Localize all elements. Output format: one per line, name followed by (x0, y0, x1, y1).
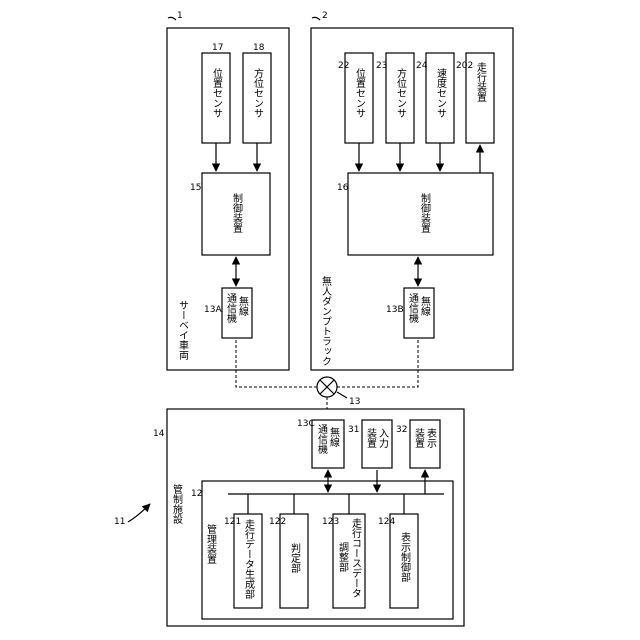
dump-truck-ref: 2 (322, 11, 328, 21)
course-adj-ref: 123 (322, 517, 339, 527)
dt-travel-device-ref: 202 (456, 61, 473, 71)
display-ctrl-ref: 124 (378, 517, 395, 527)
sv-position-sensor-ref: 17 (212, 43, 223, 53)
cf-display-line1: 表示 (425, 427, 437, 448)
management-label: 管理装置 (205, 523, 217, 564)
dt-speed-sensor-ref: 24 (416, 61, 428, 71)
judge-label: 判定部 (289, 543, 301, 574)
dt-wireless-ref: 13B (386, 305, 404, 315)
survey-vehicle-ref: 1 (177, 11, 183, 21)
cf-input-line1: 入力 (377, 428, 389, 449)
network-hub-ref: 13 (349, 397, 360, 407)
cf-wireless-ref: 13C (297, 419, 315, 429)
management-ref: 12 (191, 489, 202, 499)
cf-input-ref: 31 (348, 425, 359, 435)
dt-controller-label: 制御装置 (419, 192, 431, 233)
dt-controller-ref: 16 (337, 183, 349, 193)
survey-vehicle: 1 サーベイ車両 17 位置センサ 18 方位センサ 15 制御装置 13A 無… (167, 11, 289, 370)
dt-wireless-line1: 無線 (419, 295, 431, 316)
dump-truck: 2 無人ダンプトラック 22 位置センサ 23 方位センサ 24 速度センサ 2… (311, 11, 513, 370)
dt-position-sensor-ref: 22 (338, 61, 349, 71)
control-facility: 14 管制施設 13C 無線 通信機 31 入力 装置 32 表示 装置 12 … (153, 409, 464, 626)
survey-vehicle-label: サーベイ車両 (177, 300, 189, 361)
course-adj-line2: 調整部 (337, 541, 349, 573)
dt-position-sensor-label: 位置センサ (354, 67, 366, 118)
dt-azimuth-sensor-ref: 23 (376, 61, 387, 71)
control-facility-label: 管制施設 (171, 483, 183, 525)
sv-position-sensor-label: 位置センサ (211, 67, 223, 118)
system-ref-label: 11 (114, 517, 125, 527)
dt-wireless-line2: 通信機 (407, 293, 419, 324)
dt-travel-device-label: 走行装置 (475, 62, 487, 102)
judge-ref: 122 (269, 517, 286, 527)
sv-wireless-line1: 無線 (237, 295, 249, 316)
dt-speed-sensor-label: 速度センサ (435, 68, 447, 118)
route-gen-label: 走行データ生成部 (243, 519, 255, 600)
sv-controller-ref: 15 (190, 183, 201, 193)
cf-input-line2: 装置 (365, 427, 377, 448)
dt-azimuth-sensor-label: 方位センサ (395, 67, 407, 118)
route-gen-ref: 121 (224, 517, 241, 527)
cf-display-ref: 32 (396, 425, 407, 435)
control-facility-ref: 14 (153, 429, 165, 439)
cf-wireless-line1: 無線 (328, 426, 340, 447)
display-ctrl-label: 表示制御部 (399, 531, 411, 583)
sv-controller-label: 制御装置 (231, 192, 243, 233)
system-ref: 11 (114, 504, 150, 527)
sv-azimuth-sensor-ref: 18 (253, 43, 265, 53)
cf-display-line2: 装置 (413, 427, 425, 448)
sv-azimuth-sensor-label: 方位センサ (252, 67, 264, 118)
sv-wireless-line2: 通信機 (225, 293, 237, 324)
cf-wireless-line2: 通信機 (316, 424, 328, 455)
sv-wireless-ref: 13A (204, 305, 222, 315)
course-adj-line1: 走行コースデータ (350, 518, 362, 598)
dump-truck-label: 無人ダンプトラック (320, 275, 332, 366)
